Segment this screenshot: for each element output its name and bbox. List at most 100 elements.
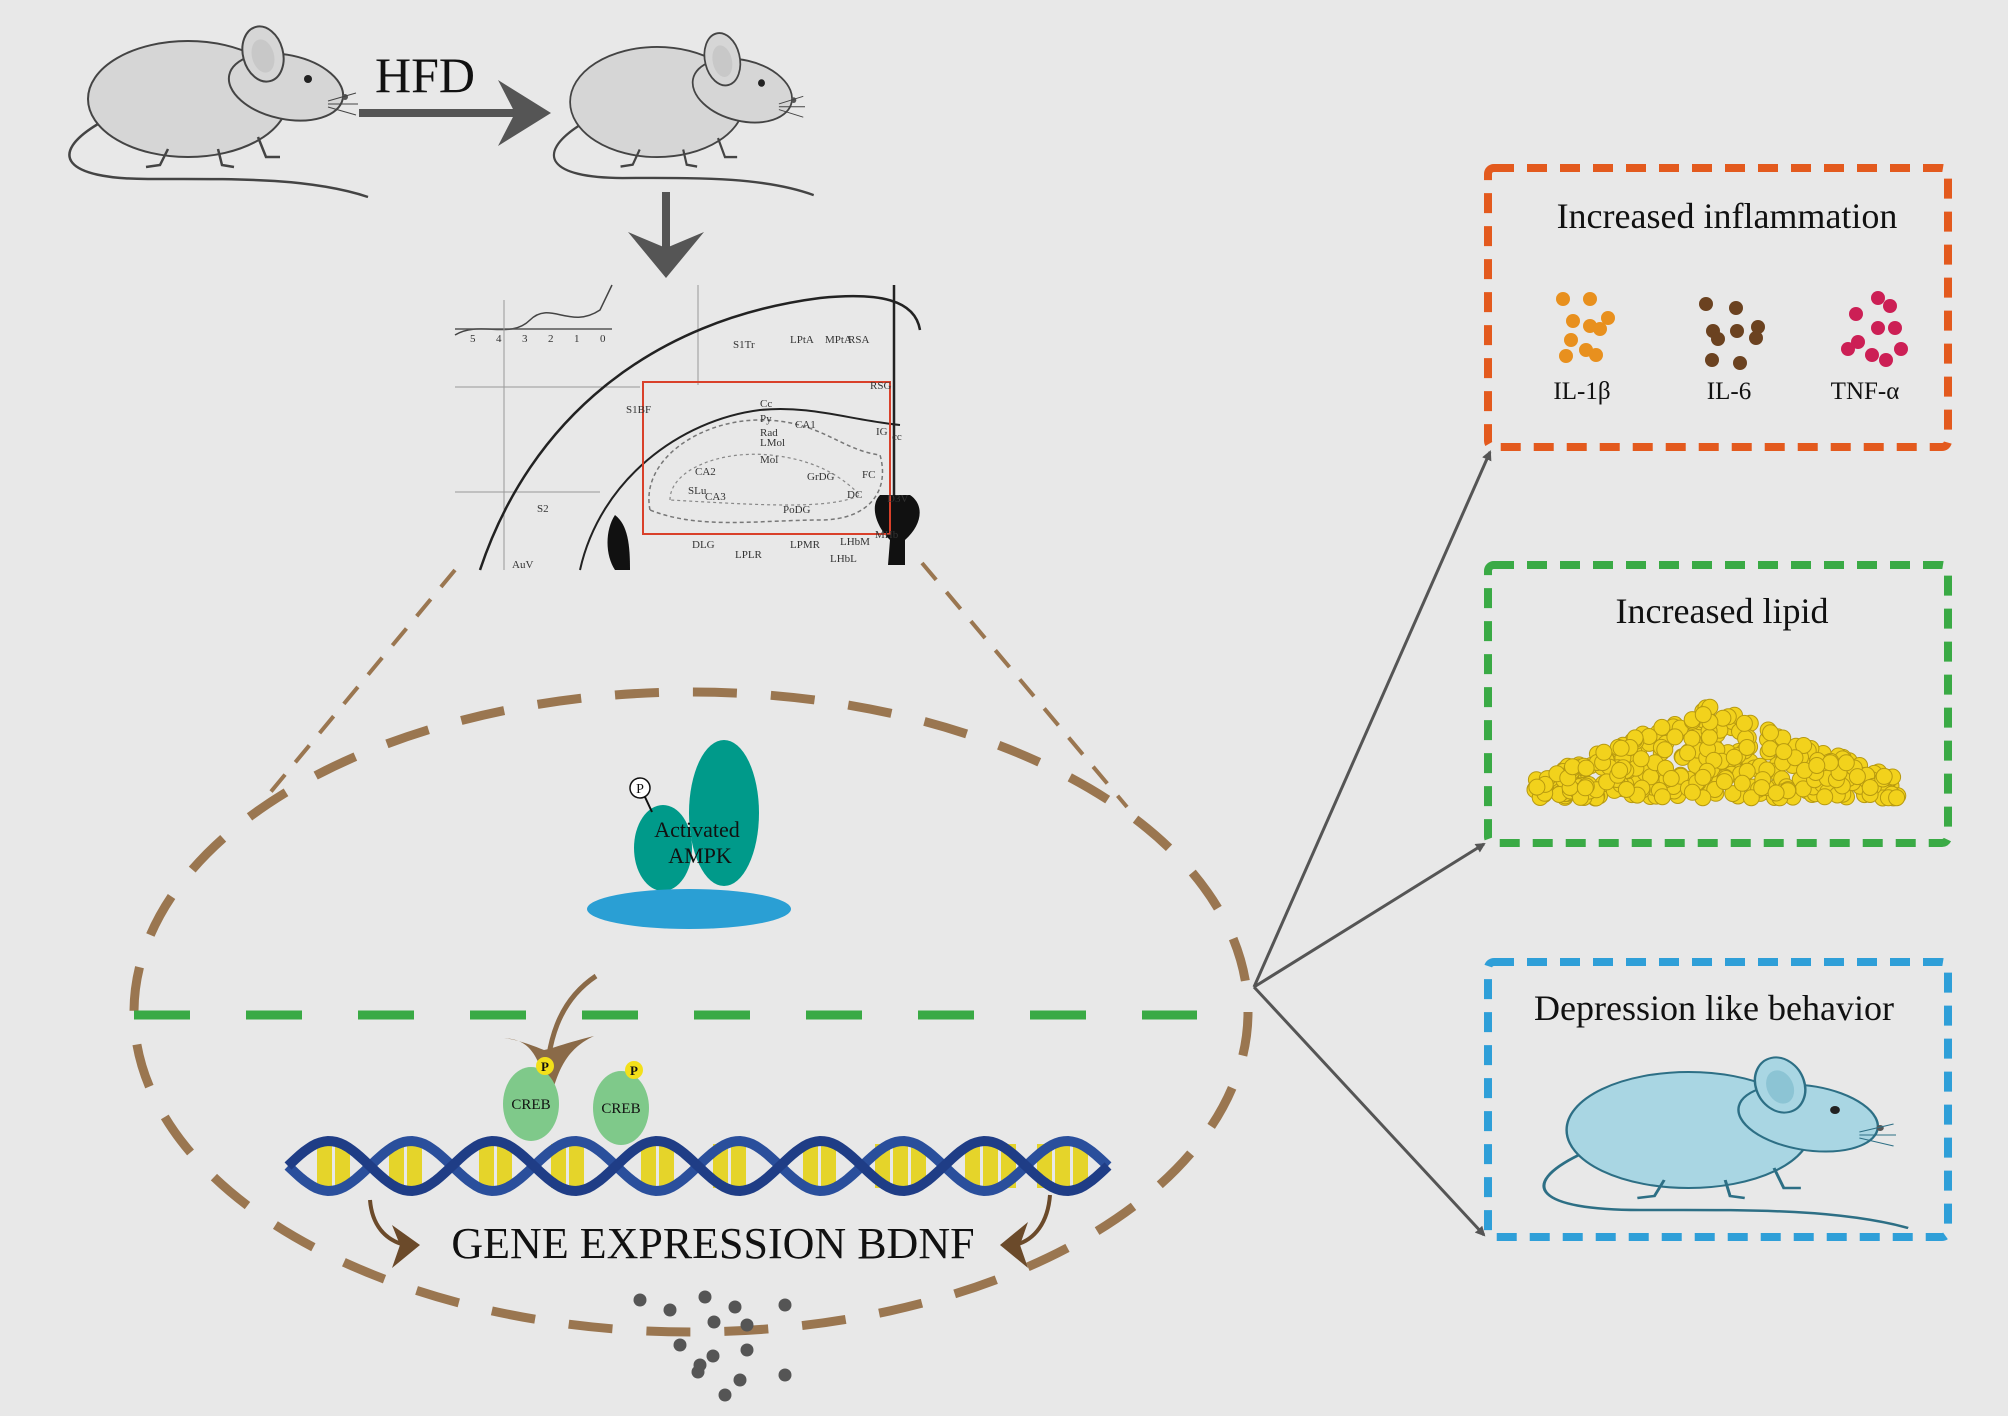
base-pair [1055, 1144, 1070, 1188]
atlas-label: LHbL [830, 553, 857, 565]
atlas-label: D3V [887, 493, 908, 505]
base-pair [731, 1144, 746, 1188]
atlas-label: LPLR [735, 549, 763, 561]
lipid-droplet [1742, 789, 1760, 807]
lipid-droplet [1715, 773, 1733, 791]
depression-panel: Depression like behavior [1484, 958, 1952, 1241]
lipid-droplet [1683, 783, 1701, 801]
phospho-icon [629, 777, 651, 799]
atlas-label: CA1 [795, 419, 816, 431]
cytokine-particle [1733, 356, 1747, 370]
lipid-droplet [1816, 788, 1834, 806]
hfd-arrow-icon [359, 80, 551, 146]
bdnf-particle [698, 1290, 712, 1304]
ampk-phospho-label: P [636, 782, 644, 797]
base-pair [479, 1144, 494, 1188]
cytokine-particle [1711, 332, 1725, 346]
lipid-droplet [1795, 737, 1813, 754]
cytokine-particle [1589, 348, 1603, 362]
base-pair [335, 1144, 350, 1188]
bdnf-particle [728, 1300, 742, 1314]
atlas-label: RSA [848, 334, 869, 346]
base-pair [1073, 1144, 1088, 1188]
lipid-droplet [1753, 779, 1771, 797]
lipid-panel: Increased lipid [1484, 561, 1952, 847]
lipid-droplet [1735, 714, 1753, 732]
cytokine-particle [1699, 297, 1713, 311]
cytokine-label-tnfa: TNF-α [1831, 378, 1900, 405]
creb-label: CREB [511, 1097, 550, 1113]
atlas-label: RSG [870, 380, 891, 392]
atlas-label: Py [760, 413, 772, 425]
bdnf-particle [663, 1303, 677, 1317]
atlas-label: PoDG [783, 504, 811, 516]
bdnf-particle [673, 1338, 687, 1352]
bdnf-particle [740, 1343, 754, 1357]
cytokine-particle [1849, 307, 1863, 321]
bdnf-particle [778, 1368, 792, 1382]
atlas-scale-tick: 4 [496, 333, 502, 345]
ampk-subunit-large [689, 740, 759, 886]
base-pair [551, 1144, 566, 1188]
zoom-line-right [920, 561, 1129, 809]
lipid-droplet [1666, 728, 1684, 746]
lipid-droplet [1679, 744, 1697, 762]
lipid-droplet [1617, 781, 1635, 798]
lipid-droplet [1612, 739, 1630, 757]
cytokine-particle [1730, 324, 1744, 338]
lipid-droplet [1775, 743, 1793, 761]
atlas-scale-tick: 5 [470, 333, 476, 345]
cytokine-particle [1556, 292, 1570, 306]
creb-protein-1: P CREB [503, 1057, 559, 1141]
base-pair [407, 1144, 422, 1188]
bdnf-particle [733, 1373, 747, 1387]
atlas-label: S1BF [626, 404, 651, 416]
atlas-label: Mol [760, 454, 778, 466]
lipid-droplet [1848, 768, 1866, 786]
ampk-complex: P Activated AMPK [587, 740, 791, 929]
lipid-droplet [1662, 770, 1680, 787]
arrow-to-inflammation [1252, 450, 1492, 988]
base-pair [983, 1144, 998, 1188]
bdnf-particle [706, 1349, 720, 1363]
cytokine-particle [1851, 335, 1865, 349]
atlas-label: DC [847, 489, 862, 501]
bdnf-particles [633, 1290, 792, 1402]
ampk-label-line1: Activated [654, 817, 740, 842]
cytokine-particle [1583, 292, 1597, 306]
base-pair [389, 1144, 404, 1188]
lipid-droplet [1577, 759, 1595, 777]
lipid-droplet [1725, 748, 1743, 766]
base-pair [803, 1144, 818, 1188]
lipid-droplet [1738, 739, 1756, 756]
lipid-droplet [1888, 789, 1906, 807]
zoom-line-left [267, 568, 457, 796]
atlas-label: S1Tr [733, 339, 755, 351]
cytokine-particle [1879, 353, 1893, 367]
atlas-label: Rad [760, 427, 778, 439]
lipid-droplet [1767, 784, 1785, 802]
arrow-to-lipid [1253, 842, 1486, 989]
lipid-droplets-icon [1526, 698, 1907, 807]
down-arrow-icon [628, 192, 704, 278]
creb-phospho-label: P [541, 1059, 549, 1074]
cytokine-particle [1705, 353, 1719, 367]
creb-protein-2: P CREB [593, 1061, 649, 1145]
cytokine-particle [1566, 314, 1580, 328]
lipid-droplet [1837, 754, 1855, 772]
lipid-droplet [1762, 724, 1779, 742]
bdnf-particle [778, 1298, 792, 1312]
atlas-label: AuV [512, 559, 533, 571]
atlas-scale-tick: 2 [548, 333, 554, 345]
bdnf-particle [693, 1358, 707, 1372]
base-pair [497, 1144, 512, 1188]
lipid-droplet [1733, 774, 1751, 792]
cytokine-particle [1871, 291, 1885, 305]
cytokine-particle [1883, 299, 1897, 313]
atlas-label: LPtA [790, 334, 814, 346]
atlas-scale-tick: 0 [600, 333, 606, 345]
cytokine-particle [1564, 333, 1578, 347]
inflammation-title: Increased inflammation [1557, 196, 1898, 236]
lipid-droplet [1595, 743, 1613, 761]
creb-label: CREB [601, 1101, 640, 1117]
